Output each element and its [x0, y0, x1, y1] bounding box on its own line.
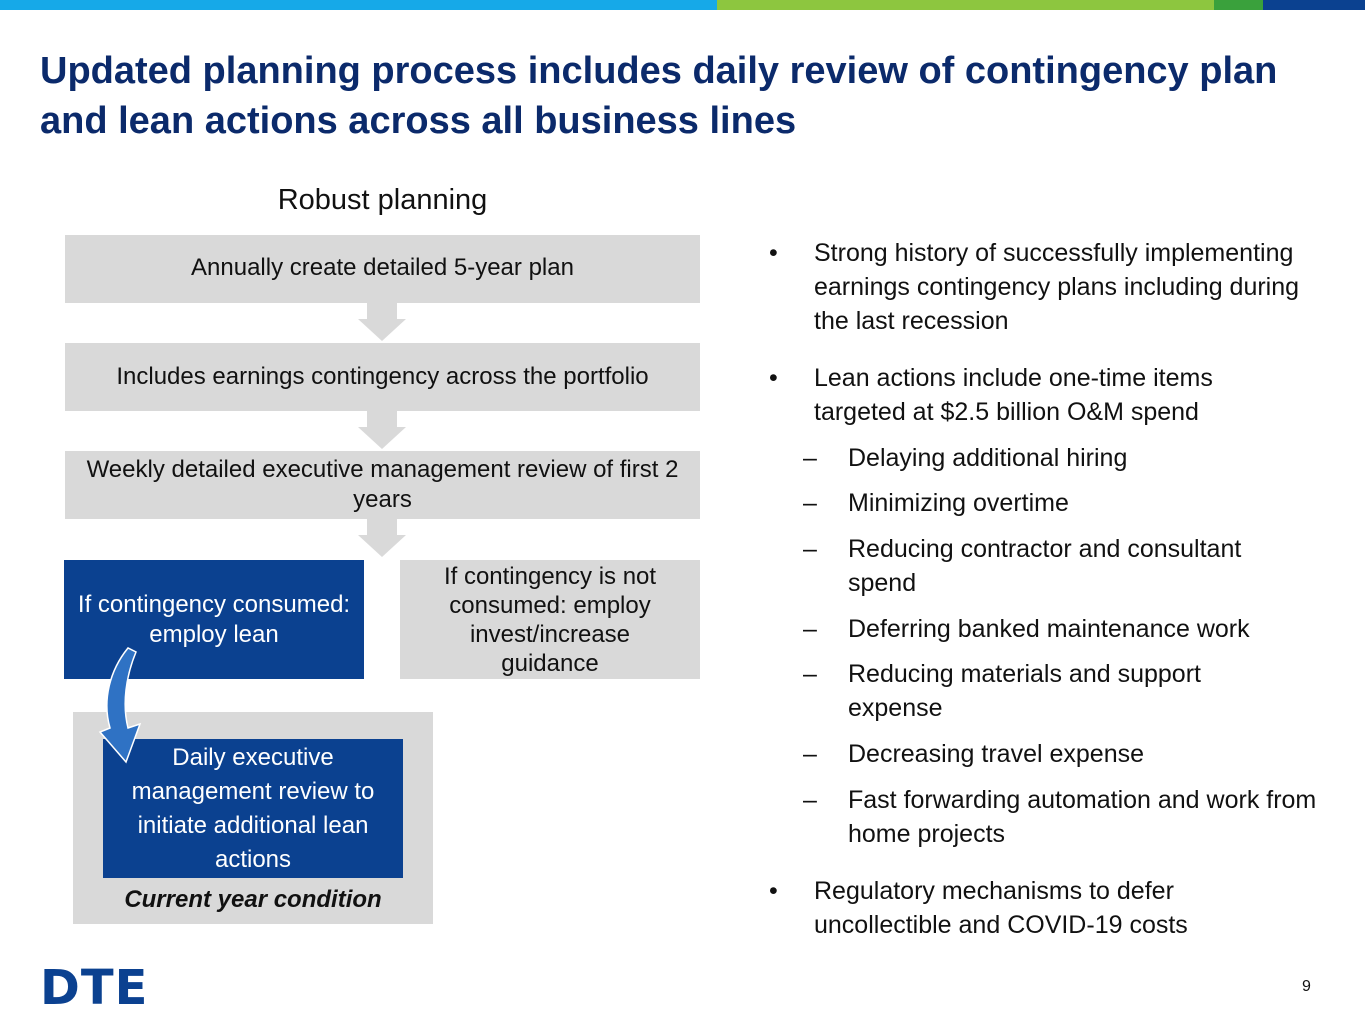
step-annual-plan: Annually create detailed 5-year plan — [65, 235, 700, 303]
down-arrow-icon — [358, 427, 406, 449]
branch-contingency-consumed-text: If contingency consumed: employ lean — [77, 590, 351, 648]
step-earnings-contingency-text: Includes earnings contingency across the… — [116, 363, 649, 390]
dte-logo: DTE — [40, 960, 149, 1016]
top-color-bar — [0, 0, 1365, 10]
step-annual-plan-text: Annually create detailed 5-year plan — [191, 254, 574, 281]
sub-bullet: – Fast forwarding automation and work fr… — [803, 783, 1318, 851]
sub-bullet-text: Reducing contractor and consultant spend — [848, 535, 1242, 597]
arrow-stem — [367, 411, 397, 427]
page-number: 9 — [1302, 978, 1311, 995]
flow-heading: Robust planning — [277, 184, 488, 216]
step-weekly-review: Weekly detailed executive management rev… — [65, 451, 700, 519]
sub-bullet-text: Deferring banked maintenance work — [848, 615, 1250, 643]
branch-contingency-not-consumed-text: If contingency is not consumed: employ i… — [443, 562, 657, 677]
sub-bullet-text: Reducing materials and support expense — [848, 660, 1201, 722]
bar-segment-navy — [1263, 0, 1365, 10]
bullet-lean-actions-text: Lean actions include one-time items targ… — [814, 364, 1213, 426]
bullet-history: • Strong history of successfully impleme… — [769, 236, 1314, 338]
sub-bullet: – Reducing contractor and consultant spe… — [803, 532, 1288, 600]
bar-segment-green — [717, 0, 1214, 10]
bullet-lean-actions: • Lean actions include one-time items ta… — [769, 361, 1284, 429]
bullet-marker: • — [769, 364, 778, 392]
branch-contingency-consumed: If contingency consumed: employ lean — [64, 560, 364, 679]
sub-bullet: – Decreasing travel expense — [803, 737, 1308, 771]
bullet-regulatory: • Regulatory mechanisms to defer uncolle… — [769, 874, 1254, 942]
branch-contingency-not-consumed: If contingency is not consumed: employ i… — [400, 560, 700, 679]
sub-bullet-text: Decreasing travel expense — [848, 740, 1144, 768]
curved-arrow-icon — [98, 647, 142, 764]
step-earnings-contingency: Includes earnings contingency across the… — [65, 343, 700, 411]
sub-bullet-text: Fast forwarding automation and work from… — [848, 786, 1317, 848]
bullet-regulatory-text: Regulatory mechanisms to defer uncollect… — [814, 877, 1188, 939]
dash-marker: – — [803, 535, 817, 563]
dash-marker: – — [803, 615, 817, 643]
sub-bullet: – Minimizing overtime — [803, 486, 1308, 520]
sub-bullet: – Delaying additional hiring — [803, 441, 1308, 475]
down-arrow-icon — [358, 319, 406, 341]
sub-bullet-text: Delaying additional hiring — [848, 444, 1128, 472]
arrow-stem — [367, 303, 397, 319]
daily-review-text: Daily executive management review to ini… — [131, 743, 375, 873]
sub-bullet: – Reducing materials and support expense — [803, 657, 1268, 725]
bullet-marker: • — [769, 239, 778, 267]
down-arrow-icon — [358, 535, 406, 557]
arrow-stem — [367, 519, 397, 535]
slide-title: Updated planning process includes daily … — [40, 50, 1278, 142]
dash-marker: – — [803, 660, 817, 688]
bullet-history-text: Strong history of successfully implement… — [814, 239, 1300, 335]
dash-marker: – — [803, 444, 817, 472]
dash-marker: – — [803, 740, 817, 768]
bar-segment-blue — [0, 0, 717, 10]
sub-bullet: – Deferring banked maintenance work — [803, 612, 1318, 646]
bar-segment-dark-green — [1214, 0, 1263, 10]
current-year-label: Current year condition — [124, 886, 382, 913]
dash-marker: – — [803, 489, 817, 517]
daily-review-box: Daily executive management review to ini… — [103, 739, 403, 878]
dash-marker: – — [803, 786, 817, 814]
step-weekly-review-text: Weekly detailed executive management rev… — [86, 456, 679, 513]
bullet-marker: • — [769, 877, 778, 905]
sub-bullet-text: Minimizing overtime — [848, 489, 1069, 517]
